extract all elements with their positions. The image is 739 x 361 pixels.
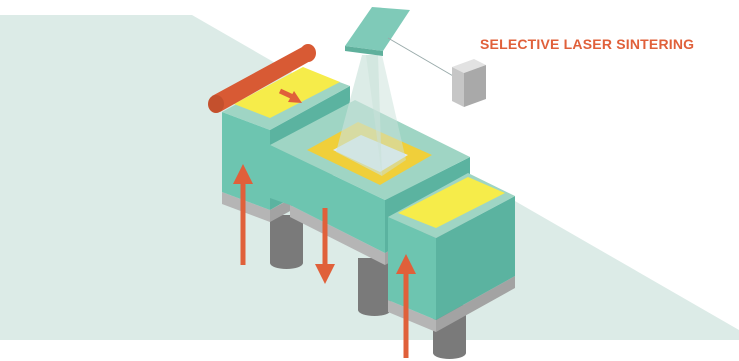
overflow-surface xyxy=(398,177,505,228)
scanning-mirror xyxy=(345,7,410,56)
build-piston-arrow xyxy=(315,208,335,284)
piston-left xyxy=(270,215,303,269)
recoater-roller xyxy=(208,44,316,113)
diagram-title: SELECTIVE LASER SINTERING xyxy=(480,36,695,52)
laser-beam xyxy=(336,55,406,176)
overflow-piston-arrow xyxy=(396,254,416,358)
roller-direction-arrow xyxy=(278,88,302,103)
piston-middle xyxy=(358,258,391,316)
laser-source xyxy=(452,59,486,107)
supply-piston-arrow xyxy=(233,164,253,265)
laser-connection xyxy=(387,37,461,81)
